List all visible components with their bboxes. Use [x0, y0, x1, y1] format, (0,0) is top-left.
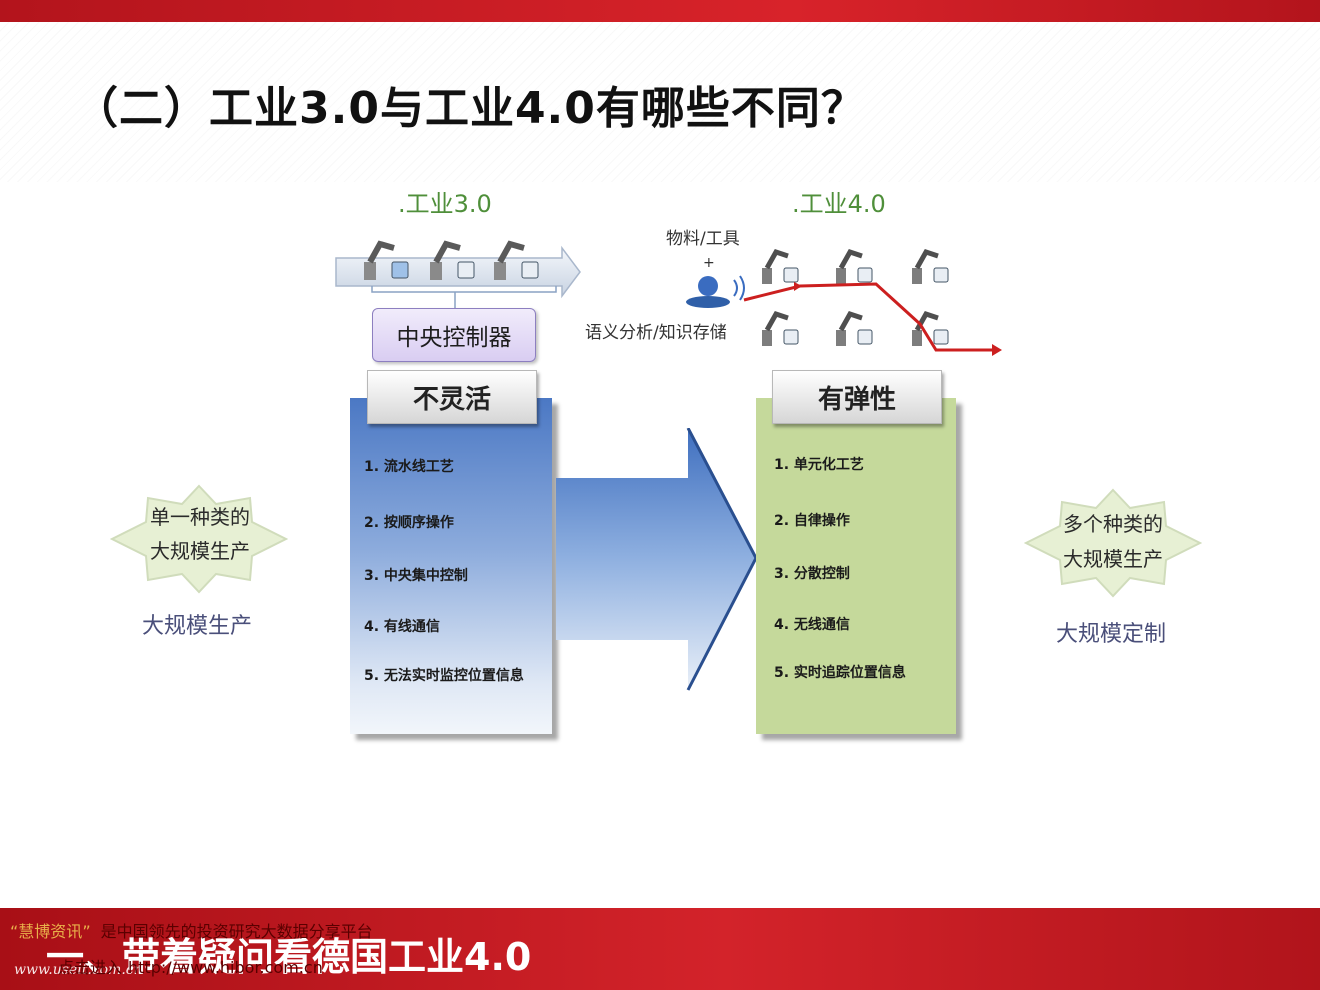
industry40-label: .工业4.0 — [792, 190, 886, 218]
right-star-badge-icon — [1024, 488, 1202, 598]
list-item: 4. 无线通信 — [774, 617, 850, 633]
watermark-enter-link[interactable]: 点击进入 — [58, 958, 123, 977]
right-caption: 大规模定制 — [1056, 622, 1167, 647]
left-caption: 大规模生产 — [142, 614, 253, 639]
right-star-line2: 大规模生产 — [1063, 547, 1163, 571]
left-star-line2: 大规模生产 — [150, 539, 250, 563]
list-item: 5. 无法实时监控位置信息 — [364, 668, 524, 684]
robot-arm-icon — [762, 310, 799, 346]
bottom-section-title: 一、带着疑问看德国工业4.0 — [46, 935, 532, 979]
list-item: 2. 自律操作 — [774, 513, 850, 529]
watermark-line2: 点击进入 http://www.hibor.com.cn — [58, 954, 323, 978]
watermark-line1: “慧博资讯” 是中国领先的投资研究大数据分享平台 — [10, 918, 373, 942]
industry40-cell-network — [686, 248, 1002, 356]
robot-arm-icon — [912, 310, 949, 346]
robot-arm-icon — [912, 248, 949, 284]
materials-label: 物料/工具 — [666, 229, 740, 249]
slide-title: （二）工业3.0与工业4.0有哪些不同？ — [74, 83, 866, 134]
watermark-quote-open: “ — [10, 922, 19, 941]
robot-arm-icon — [836, 248, 873, 284]
top-red-bar — [0, 0, 1320, 22]
left-star-badge-icon — [110, 484, 288, 594]
industry40-header: 有弹性 — [772, 370, 942, 424]
watermark-line1-text: 是中国领先的投资研究大数据分享平台 — [100, 922, 373, 941]
watermark-url-link[interactable]: http://www.hibor.com.cn — [128, 958, 323, 977]
transition-arrow-icon — [556, 428, 758, 691]
robot-arm-icon — [364, 240, 409, 280]
watermark-quote-close: ” — [82, 922, 91, 941]
industry30-header: 不灵活 — [367, 370, 537, 424]
left-star-line1: 单一种类的 — [150, 505, 250, 529]
list-item: 2. 按顺序操作 — [364, 515, 454, 531]
industry30-production-line — [335, 240, 581, 308]
robot-arm-icon — [430, 240, 475, 280]
list-item: 3. 分散控制 — [774, 566, 850, 582]
industry30-label: .工业3.0 — [398, 190, 492, 218]
bottom-red-bar — [0, 908, 1320, 990]
list-item: 3. 中央集中控制 — [364, 568, 468, 584]
operator-icon — [686, 275, 745, 308]
industry30-panel: 1. 流水线工艺 2. 按顺序操作 3. 中央集中控制 4. 有线通信 5. 无… — [350, 398, 552, 734]
list-item: 1. 流水线工艺 — [364, 459, 454, 475]
flow-path-arrow-icon — [743, 282, 992, 352]
list-item: 4. 有线通信 — [364, 619, 440, 635]
watermark-brand-link[interactable]: 慧博资讯 — [18, 922, 83, 941]
controller-connector-lines — [371, 286, 557, 308]
plus-sign: + — [703, 255, 715, 271]
central-controller-label: 中央控制器 — [396, 325, 512, 351]
watermark-site: www.useit.com.cn — [14, 962, 143, 978]
central-controller-box: 中央控制器 — [372, 308, 536, 362]
robot-arm-icon — [836, 310, 873, 346]
list-item: 1. 单元化工艺 — [774, 457, 864, 473]
right-star-line1: 多个种类的 — [1063, 512, 1163, 536]
list-item: 5. 实时追踪位置信息 — [774, 665, 906, 681]
robot-arm-icon — [494, 240, 539, 280]
robot-arm-icon — [762, 248, 799, 284]
header-hatch-background — [0, 22, 1320, 182]
industry40-panel: 1. 单元化工艺 2. 自律操作 3. 分散控制 4. 无线通信 5. 实时追踪… — [756, 398, 956, 734]
semantic-analysis-label: 语义分析/知识存储 — [585, 323, 727, 343]
